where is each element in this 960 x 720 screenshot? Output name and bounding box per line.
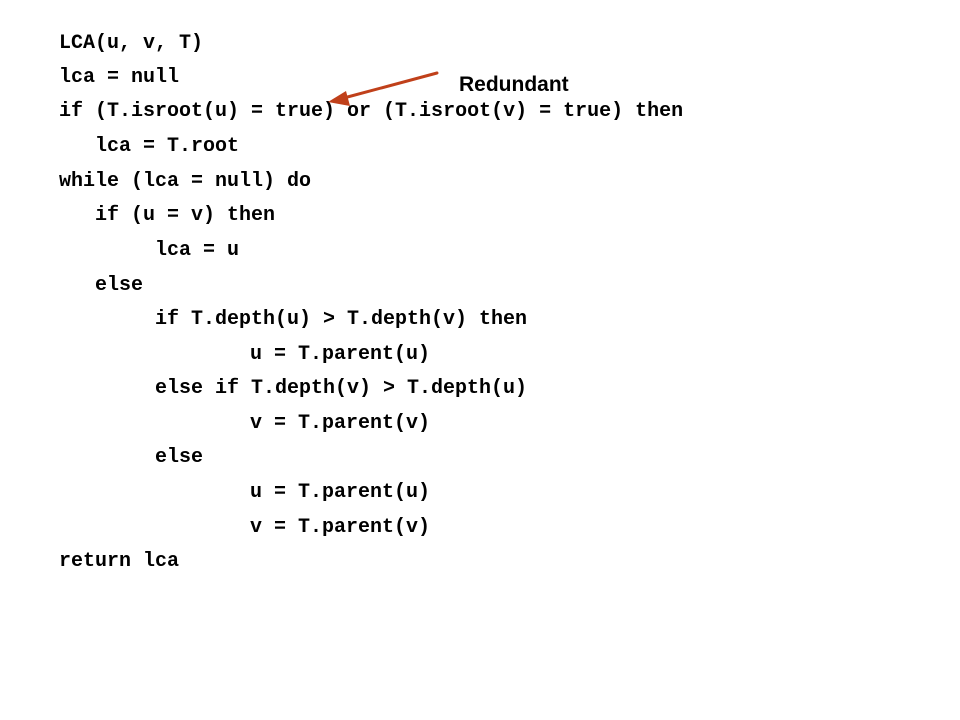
code-line-else: else <box>95 274 144 297</box>
code-line-v-parent-2: v = T.parent(v) <box>250 516 431 539</box>
code-line-assign-root: lca = T.root <box>95 135 240 158</box>
code-line-root-check: if (T.isroot(u) = true) or (T.isroot(v) … <box>59 100 684 123</box>
code-line-v-parent: v = T.parent(v) <box>250 412 431 435</box>
code-line-return: return lca <box>59 550 180 573</box>
code-line-if-depth-u: if T.depth(u) > T.depth(v) then <box>155 308 528 331</box>
code-line-while: while (lca = null) do <box>59 170 312 193</box>
code-line-init-lca: lca = null <box>59 66 180 89</box>
code-line-u-parent: u = T.parent(u) <box>250 343 431 366</box>
code-line-inner-else: else <box>155 446 204 469</box>
annotation-label: Redundant <box>459 73 569 96</box>
code-line-u-parent-2: u = T.parent(u) <box>250 481 431 504</box>
code-line-assign-u: lca = u <box>155 239 240 262</box>
code-line-if-equal: if (u = v) then <box>95 204 276 227</box>
code-line-signature: LCA(u, v, T) <box>59 32 204 55</box>
code-line-elseif-depth-v: else if T.depth(v) > T.depth(u) <box>155 377 528 400</box>
